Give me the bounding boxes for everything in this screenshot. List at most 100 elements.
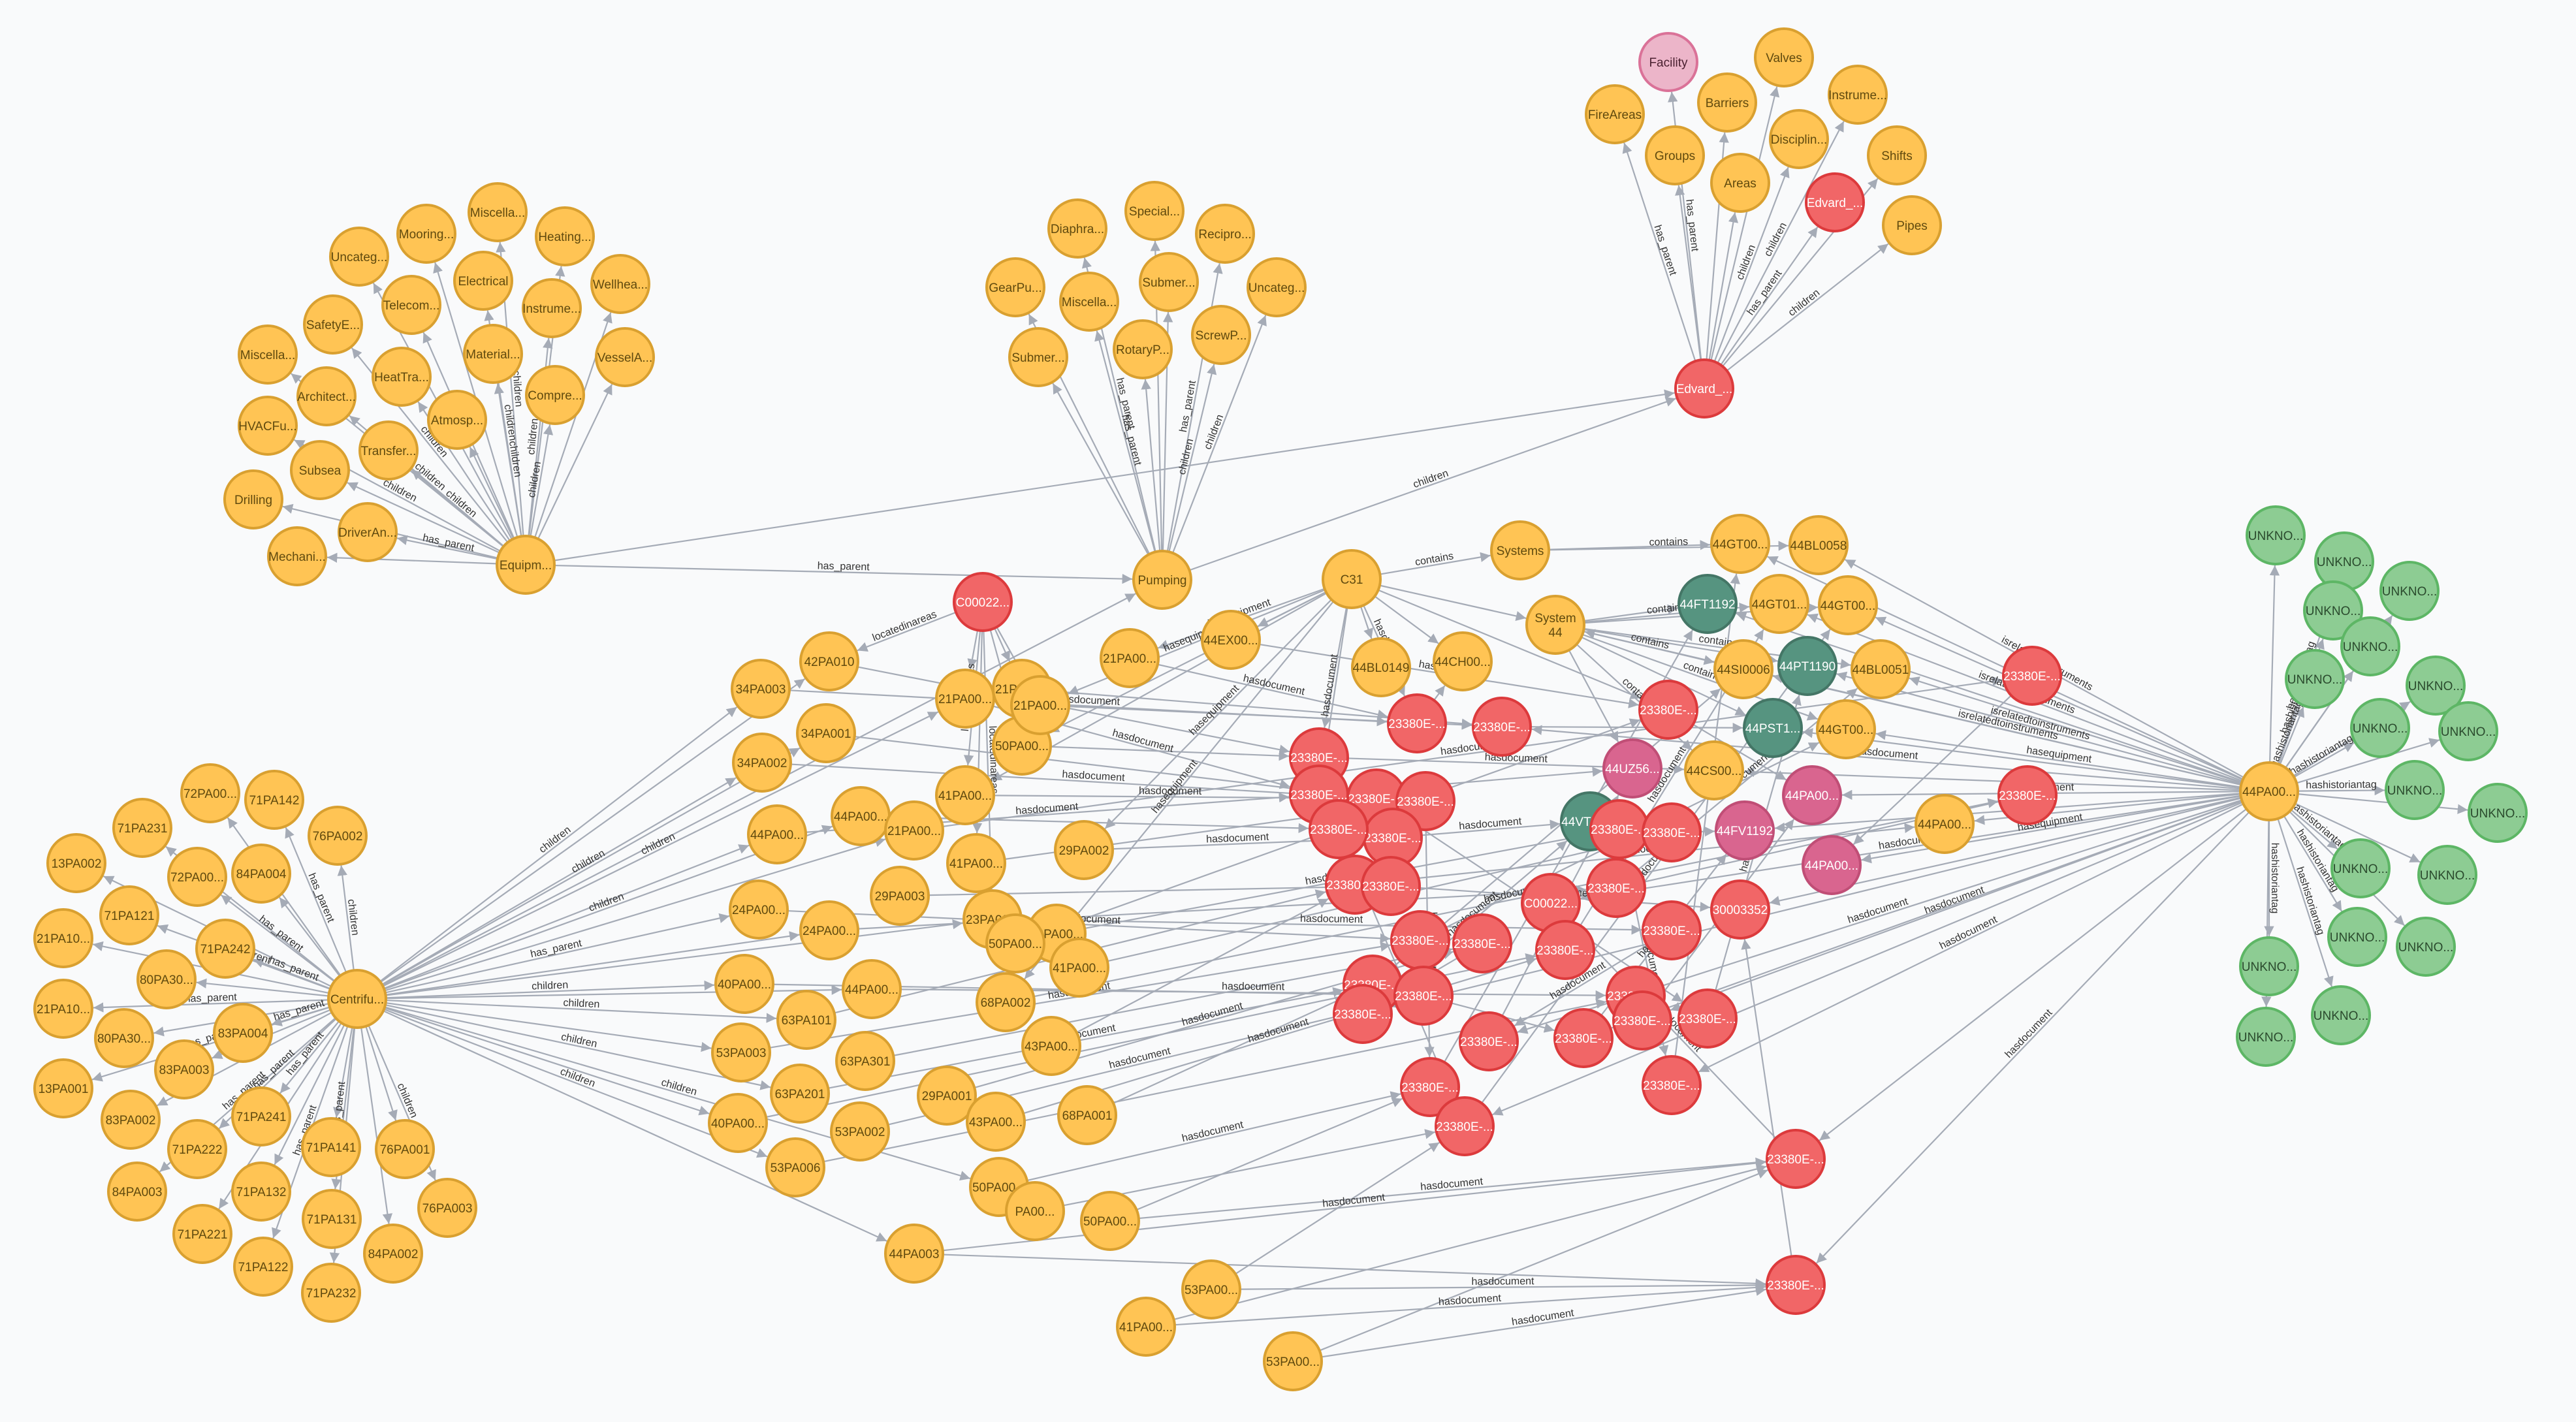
- node-circle[interactable]: [1678, 988, 1738, 1049]
- graph-node[interactable]: Valves: [1754, 27, 1814, 87]
- node-circle[interactable]: [1535, 920, 1595, 980]
- graph-node[interactable]: 44PA00...: [842, 959, 902, 1019]
- node-circle[interactable]: [2303, 580, 2363, 640]
- graph-node[interactable]: 44GT00...: [1710, 514, 1770, 574]
- node-circle[interactable]: [46, 833, 106, 893]
- graph-node[interactable]: 44UZ56...: [1602, 738, 1662, 798]
- graph-node[interactable]: 44PA003: [884, 1224, 944, 1284]
- graph-node[interactable]: 21PA00...: [935, 669, 995, 729]
- graph-node[interactable]: 84PA004: [231, 844, 291, 904]
- node-circle[interactable]: [1713, 639, 1773, 699]
- graph-node[interactable]: 76PA002: [308, 806, 368, 866]
- node-circle[interactable]: [946, 833, 1006, 893]
- node-circle[interactable]: [714, 954, 774, 1014]
- node-circle[interactable]: [1057, 1085, 1117, 1145]
- relationship-edge[interactable]: [1189, 397, 1676, 571]
- graph-node[interactable]: Mechani...: [267, 526, 327, 586]
- node-circle[interactable]: [1351, 637, 1411, 697]
- graph-node[interactable]: 44BL0051: [1851, 639, 1911, 699]
- graph-node[interactable]: 23380E-...: [1612, 990, 1672, 1051]
- graph-node[interactable]: UNKNO...: [2396, 917, 2456, 977]
- node-circle[interactable]: [372, 347, 432, 407]
- node-circle[interactable]: [1054, 820, 1114, 880]
- relationship-edge[interactable]: [1094, 330, 1156, 552]
- node-circle[interactable]: [1818, 575, 1878, 635]
- graph-node[interactable]: UNKNO...: [2340, 616, 2400, 676]
- relationship-edge[interactable]: [385, 919, 963, 996]
- node-circle[interactable]: [884, 1224, 944, 1284]
- graph-node[interactable]: 63PA201: [770, 1064, 830, 1124]
- graph-node[interactable]: 80PA30...: [94, 1008, 154, 1068]
- node-circle[interactable]: [427, 390, 487, 450]
- relationship-edge[interactable]: [274, 1024, 345, 1165]
- relationship-edge[interactable]: [1875, 616, 2244, 781]
- relationship-edge[interactable]: [1136, 1098, 1403, 1211]
- relationship-edge[interactable]: [385, 980, 715, 999]
- graph-node[interactable]: 72PA00...: [180, 763, 240, 823]
- node-circle[interactable]: [1387, 693, 1447, 753]
- relationship-edge[interactable]: [1171, 315, 1267, 554]
- relationship-edge[interactable]: [2293, 742, 2355, 778]
- node-circle[interactable]: [453, 251, 513, 311]
- graph-node[interactable]: 23380E-...: [1642, 802, 1702, 862]
- node-circle[interactable]: [1645, 125, 1705, 185]
- graph-node[interactable]: UNKNO...: [2385, 760, 2445, 820]
- graph-node[interactable]: 41PA00...: [1049, 938, 1109, 998]
- graph-node[interactable]: UNKNO...: [2468, 783, 2528, 843]
- node-circle[interactable]: [308, 806, 368, 866]
- node-circle[interactable]: [1638, 32, 1698, 92]
- relationship-edge[interactable]: [554, 389, 1675, 561]
- graph-node[interactable]: 83PA003: [154, 1039, 214, 1099]
- graph-node[interactable]: 21PA00...: [884, 800, 944, 861]
- graph-node[interactable]: 44EX00...: [1201, 610, 1261, 670]
- node-circle[interactable]: [1116, 1297, 1176, 1357]
- graph-node[interactable]: 44PA00...: [2239, 761, 2299, 821]
- graph-node[interactable]: 71PA122: [233, 1237, 293, 1297]
- graph-node[interactable]: 41PA00...: [946, 833, 1006, 893]
- graph-node[interactable]: 71PA132: [231, 1161, 291, 1222]
- graph-node[interactable]: Instrume...: [1828, 65, 1888, 125]
- node-circle[interactable]: [375, 1119, 435, 1179]
- graph-node[interactable]: UNKNO...: [2327, 907, 2387, 967]
- node-circle[interactable]: [463, 324, 523, 384]
- graph-node[interactable]: 71PA142: [244, 770, 304, 830]
- node-circle[interactable]: [267, 526, 327, 586]
- relationship-edge[interactable]: [967, 630, 979, 669]
- node-circle[interactable]: [1008, 327, 1068, 387]
- relationship-edge[interactable]: [1235, 1141, 1440, 1275]
- graph-node[interactable]: Equipm...: [496, 535, 556, 595]
- relationship-edge[interactable]: [1026, 1091, 1401, 1182]
- relationship-edge[interactable]: [1675, 185, 1702, 360]
- relationship-edge[interactable]: [384, 1007, 710, 1116]
- node-circle[interactable]: [363, 1224, 423, 1284]
- node-circle[interactable]: [1452, 913, 1512, 973]
- relationship-edge[interactable]: [2279, 706, 2304, 765]
- relationship-edge[interactable]: [1378, 589, 1641, 699]
- graph-node[interactable]: 23380E-...: [1766, 1255, 1826, 1315]
- relationship-edge[interactable]: [411, 469, 504, 547]
- relationship-edge[interactable]: [2277, 818, 2334, 987]
- node-circle[interactable]: [1816, 699, 1876, 759]
- node-circle[interactable]: [1642, 1055, 1702, 1115]
- node-circle[interactable]: [1915, 794, 1975, 854]
- node-circle[interactable]: [231, 1086, 291, 1146]
- graph-node[interactable]: 71PA232: [301, 1263, 361, 1323]
- node-circle[interactable]: [2330, 838, 2391, 898]
- relationship-edge[interactable]: [1391, 797, 2242, 1009]
- node-circle[interactable]: [1435, 1096, 1495, 1156]
- graph-node[interactable]: 23380E-...: [1361, 856, 1421, 916]
- node-circle[interactable]: [238, 396, 298, 456]
- node-circle[interactable]: [223, 469, 283, 529]
- node-circle[interactable]: [1678, 574, 1738, 634]
- node-circle[interactable]: [338, 502, 398, 562]
- node-circle[interactable]: [765, 1137, 825, 1197]
- relationship-edge[interactable]: [385, 913, 730, 994]
- graph-node[interactable]: Uncateg...: [329, 227, 389, 287]
- node-circle[interactable]: [1333, 984, 1393, 1044]
- graph-node[interactable]: 23380E-...: [1642, 1055, 1702, 1115]
- node-circle[interactable]: [1390, 910, 1450, 970]
- node-circle[interactable]: [1191, 305, 1251, 365]
- graph-node[interactable]: Recipro...: [1195, 204, 1255, 264]
- node-circle[interactable]: [2406, 656, 2466, 716]
- node-circle[interactable]: [1005, 1181, 1065, 1241]
